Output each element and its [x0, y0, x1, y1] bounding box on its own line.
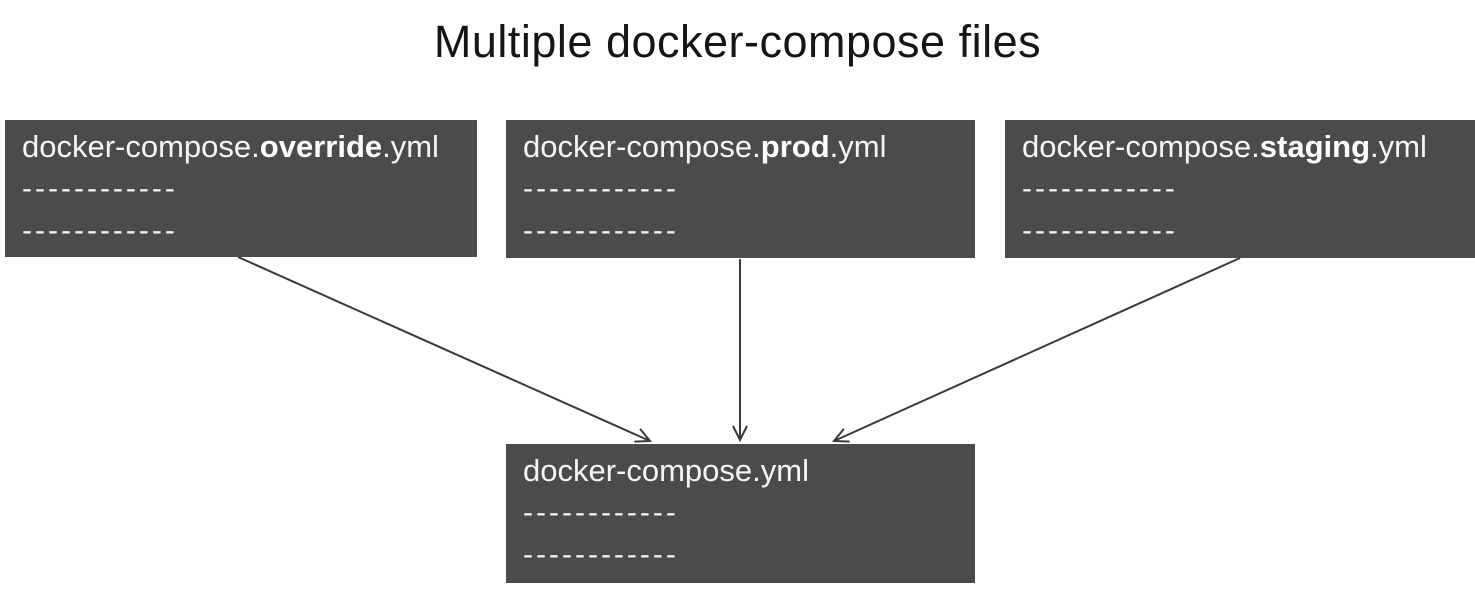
file-box-prod: docker-compose.prod.yml ------------ ---…: [506, 120, 975, 258]
filename-base: docker-compose.yml: [523, 450, 961, 492]
content-placeholder-line: ------------: [1022, 214, 1178, 247]
content-placeholder-line: ------------: [22, 214, 178, 247]
content-placeholder-line: ------------: [523, 172, 679, 205]
content-placeholder-line: ------------: [22, 172, 178, 205]
filename-env-bold: prod: [760, 129, 830, 164]
filename-override: docker-compose.override.yml: [22, 126, 463, 168]
file-box-override: docker-compose.override.yml ------------…: [5, 120, 477, 257]
filename-prefix: docker-compose.: [523, 129, 761, 164]
content-placeholder-line: ------------: [1022, 172, 1178, 205]
file-box-staging: docker-compose.staging.yml ------------ …: [1005, 120, 1475, 258]
filename-suffix: .yml: [382, 129, 439, 164]
filename-suffix: .yml: [829, 129, 887, 164]
filename-suffix: .yml: [1370, 129, 1427, 164]
filename-prefix: docker-compose.yml: [523, 453, 809, 488]
filename-env-bold: staging: [1259, 129, 1371, 164]
content-placeholder-line: ------------: [523, 214, 679, 247]
arrow-override-to-base: [237, 256, 653, 443]
content-placeholder-line: ------------: [523, 538, 679, 571]
diagram-title: Multiple docker-compose files: [433, 16, 1042, 67]
file-box-base: docker-compose.yml ------------ --------…: [506, 444, 975, 583]
content-placeholder-line: ------------: [523, 496, 679, 529]
filename-staging: docker-compose.staging.yml: [1022, 126, 1461, 168]
filename-prod: docker-compose.prod.yml: [523, 126, 961, 168]
arrow-staging-to-base: [831, 257, 1241, 443]
filename-prefix: docker-compose.: [1022, 129, 1260, 164]
filename-env-bold: override: [259, 129, 383, 164]
filename-prefix: docker-compose.: [22, 129, 260, 164]
